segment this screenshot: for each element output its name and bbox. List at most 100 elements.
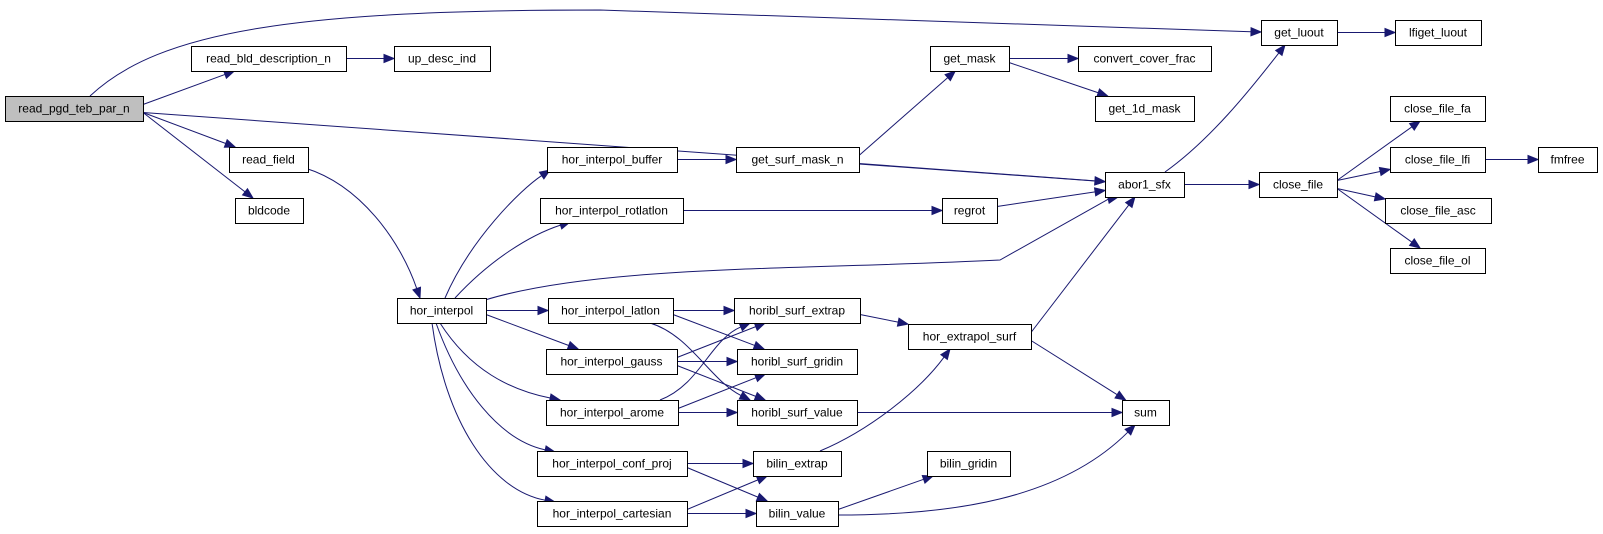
node-box[interactable] [1385,198,1492,224]
edge-read-pgd-teb-par-n-to-bldcode [142,112,254,199]
node-read-pgd-teb-par-n[interactable]: read_pgd_teb_par_n [5,96,144,122]
node-box[interactable] [537,451,688,477]
node-box[interactable] [756,501,839,527]
node-regrot[interactable]: regrot [942,198,998,224]
node-box[interactable] [908,324,1032,350]
node-get-luout[interactable]: get_luout [1261,20,1338,46]
edge-abor1-sfx-to-close-file-arrowhead [1248,179,1261,190]
edge-read-pgd-teb-par-n-to-bldcode-line [142,112,246,193]
node-close-file-ol[interactable]: close_file_ol [1390,248,1486,274]
node-box[interactable] [942,198,998,224]
node-bldcode[interactable]: bldcode [235,198,304,224]
node-box[interactable] [737,400,858,426]
node-box[interactable] [1390,96,1486,122]
node-box[interactable] [546,349,678,375]
node-up-desc-ind[interactable]: up_desc_ind [394,46,491,72]
node-get-1d-mask[interactable]: get_1d_mask [1095,96,1195,122]
edge-bilin-value-to-bilin-gridin-line [837,478,924,510]
edge-hor-interpol-latlon-to-horibl-surf-gridin-arrowhead [752,340,766,350]
node-hor-interpol-rotlatlon[interactable]: hor_interpol_rotlatlon [540,198,684,224]
node-box[interactable] [5,96,144,122]
node-horibl-surf-value[interactable]: horibl_surf_value [737,400,858,426]
node-box[interactable] [930,46,1010,72]
edge-hor-interpol-gauss-to-horibl-surf-value-line [676,365,756,397]
node-box[interactable] [537,501,688,527]
node-convert-cover-frac[interactable]: convert_cover_frac [1078,46,1212,72]
node-horibl-surf-gridin[interactable]: horibl_surf_gridin [737,349,858,375]
node-label: hor_interpol [410,304,473,318]
node-box[interactable] [540,198,684,224]
edge-read-pgd-teb-par-n-to-bldcode-arrowhead [241,187,254,199]
node-hor-interpol-conf-proj[interactable]: hor_interpol_conf_proj [537,451,688,477]
node-read-bld-description-n[interactable]: read_bld_description_n [191,46,347,72]
node-box[interactable] [737,349,858,375]
node-box[interactable] [548,298,674,324]
node-sum[interactable]: sum [1122,400,1170,426]
node-box[interactable] [1122,400,1170,426]
node-box[interactable] [235,198,304,224]
edge-hor-interpol-to-hor-interpol-rotlatlon [454,220,572,299]
node-label: close_file [1273,178,1323,192]
node-box[interactable] [1390,248,1486,274]
node-box[interactable] [1261,20,1338,46]
node-close-file[interactable]: close_file [1259,172,1338,198]
node-fmfree[interactable]: fmfree [1538,147,1598,173]
edge-hor-interpol-buffer-to-get-surf-mask-n [677,154,738,165]
edge-read-pgd-teb-par-n-to-get-luout [89,9,1263,97]
node-abor1-sfx[interactable]: abor1_sfx [1105,172,1185,198]
node-box[interactable] [734,298,861,324]
node-hor-interpol-cartesian[interactable]: hor_interpol_cartesian [537,501,688,527]
edge-hor-interpol-latlon-to-horibl-surf-value-line [649,322,742,396]
edge-hor-interpol-cartesian-to-bilin-extrap [686,475,769,510]
node-box[interactable] [397,298,487,324]
edge-hor-interpol-cartesian-to-bilin-value [687,508,758,519]
node-box[interactable] [927,451,1011,477]
node-box[interactable] [229,147,309,173]
node-box[interactable] [1259,172,1338,198]
node-box[interactable] [394,46,491,72]
node-hor-interpol-latlon[interactable]: hor_interpol_latlon [548,298,674,324]
node-get-surf-mask-n[interactable]: get_surf_mask_n [736,147,860,173]
node-box[interactable] [1395,20,1482,46]
node-label: lfiget_luout [1409,26,1468,40]
node-close-file-asc[interactable]: close_file_asc [1385,198,1492,224]
node-box[interactable] [1390,147,1486,173]
node-bilin-gridin[interactable]: bilin_gridin [927,451,1011,477]
node-label: close_file_fa [1404,102,1471,116]
node-close-file-fa[interactable]: close_file_fa [1390,96,1486,122]
node-close-file-lfi[interactable]: close_file_lfi [1390,147,1486,173]
node-get-mask[interactable]: get_mask [930,46,1010,72]
node-read-field[interactable]: read_field [229,147,309,173]
node-box[interactable] [191,46,347,72]
node-hor-interpol[interactable]: hor_interpol [397,298,487,324]
node-bilin-extrap[interactable]: bilin_extrap [753,451,842,477]
edge-get-luout-to-lfiget-luout [1337,27,1397,38]
node-box[interactable] [736,147,860,173]
edge-close-file-to-close-file-lfi-line [1336,170,1381,181]
edge-close-file-to-close-file-lfi-arrowhead [1378,166,1392,177]
node-box[interactable] [546,400,679,426]
edge-read-bld-description-n-to-up-desc-ind-arrowhead [383,53,396,64]
node-box[interactable] [1105,172,1185,198]
node-hor-interpol-arome[interactable]: hor_interpol_arome [546,400,679,426]
edge-get-mask-to-convert-cover-frac-arrowhead [1067,53,1080,64]
node-box[interactable] [1538,147,1598,173]
node-hor-interpol-gauss[interactable]: hor_interpol_gauss [546,349,678,375]
edge-get-mask-to-get-1d-mask [1008,62,1109,98]
node-box[interactable] [1095,96,1195,122]
node-hor-extrapol-surf[interactable]: hor_extrapol_surf [908,324,1032,350]
node-label: get_1d_mask [1108,102,1181,116]
node-label: bilin_gridin [940,457,997,471]
node-hor-interpol-buffer[interactable]: hor_interpol_buffer [547,147,678,173]
edge-close-file-to-close-file-fa [1336,120,1422,181]
node-bilin-value[interactable]: bilin_value [756,501,839,527]
node-box[interactable] [547,147,678,173]
node-box[interactable] [1078,46,1212,72]
node-horibl-surf-extrap[interactable]: horibl_surf_extrap [734,298,861,324]
edge-regrot-to-abor1-sfx-line [996,191,1096,207]
node-box[interactable] [753,451,842,477]
edge-horibl-surf-value-to-sum-arrowhead [1111,407,1124,418]
node-label: hor_interpol_arome [560,406,664,420]
node-lfiget-luout[interactable]: lfiget_luout [1395,20,1482,46]
